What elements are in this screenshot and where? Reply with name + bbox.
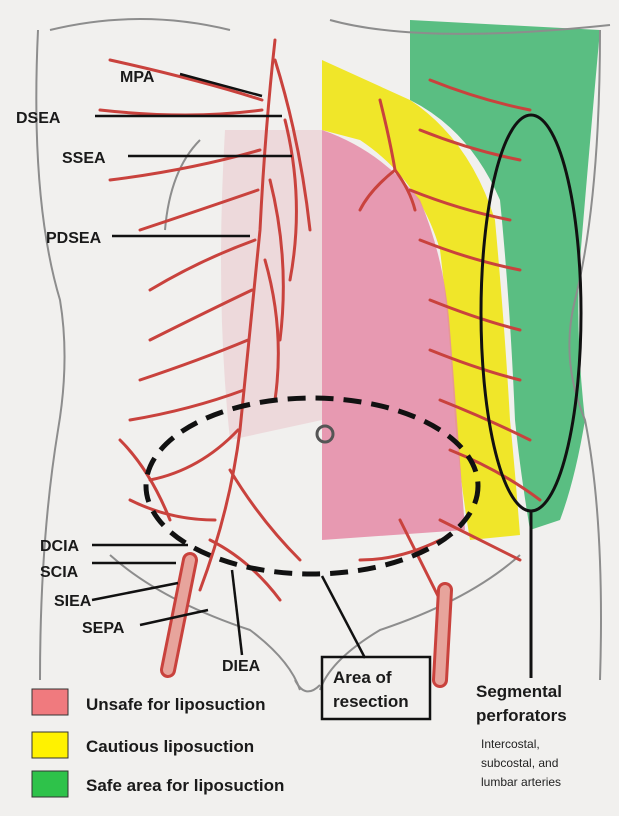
- zone-overlays: [221, 20, 600, 540]
- resection-label-line2: resection: [333, 692, 409, 711]
- label-dsea: DSEA: [16, 110, 61, 127]
- label-ssea: SSEA: [62, 150, 106, 167]
- perforators-sub-line3: lumbar arteries: [481, 775, 561, 789]
- legend-swatch-cautious: [32, 732, 68, 758]
- legend-swatch-unsafe: [32, 689, 68, 715]
- legend-label-unsafe: Unsafe for liposuction: [86, 695, 265, 714]
- label-diea: DIEA: [222, 658, 261, 675]
- label-scia: SCIA: [40, 564, 79, 581]
- legend: Unsafe for liposuction Cautious liposuct…: [32, 689, 284, 797]
- label-dcia: DCIA: [40, 538, 80, 555]
- perforators-sub-line1: Intercostal,: [481, 737, 540, 751]
- legend-swatch-safe: [32, 771, 68, 797]
- legend-label-cautious: Cautious liposuction: [86, 737, 254, 756]
- label-siea: SIEA: [54, 593, 92, 610]
- perforators-callout: Segmental perforators Intercostal, subco…: [476, 682, 567, 789]
- label-pdsea: PDSEA: [46, 230, 102, 247]
- resection-label-line1: Area of: [333, 668, 392, 687]
- femoral-vessels: [168, 560, 445, 680]
- perforators-sub-line2: subcostal, and: [481, 756, 558, 770]
- perforators-title-line2: perforators: [476, 706, 567, 725]
- legend-label-safe: Safe area for liposuction: [86, 776, 284, 795]
- label-sepa: SEPA: [82, 620, 125, 637]
- label-mpa: MPA: [120, 69, 155, 86]
- perforators-title-line1: Segmental: [476, 682, 562, 701]
- resection-callout: Area of resection: [322, 657, 430, 719]
